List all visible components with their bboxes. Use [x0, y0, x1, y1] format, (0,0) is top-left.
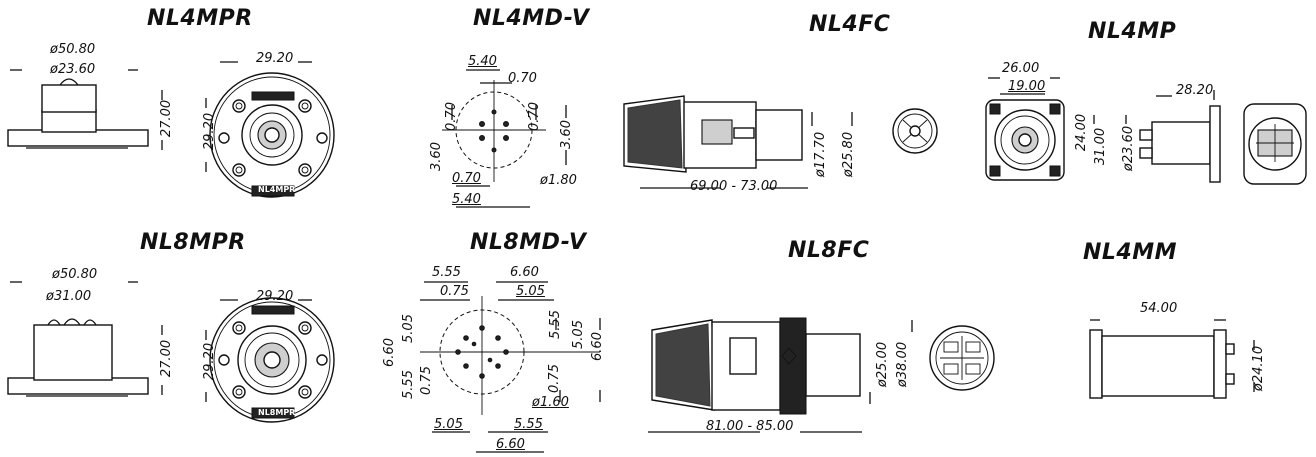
dim-label: ø17.70: [813, 131, 829, 178]
dim-label: 5.05: [434, 417, 463, 432]
nl4mp-front-view: [985, 77, 1065, 181]
nl4mp-side-view: [1093, 90, 1221, 183]
dim-label: 29.20: [256, 51, 294, 66]
dim-label: 0.70: [443, 102, 459, 131]
dim-label: ø25.80: [841, 131, 857, 178]
dim-label: 27.00: [159, 339, 175, 378]
dim-label: 3.60: [428, 142, 444, 171]
dim-label: 5.55: [432, 265, 461, 280]
dim-label: 0.75: [418, 366, 434, 395]
dim-label: 6.60: [510, 265, 539, 280]
plate-label-nl8mpr: NL8MPR: [258, 408, 296, 417]
nl8md-v-footprint: [420, 281, 601, 453]
nl4fc-side-view: [623, 95, 853, 189]
nl4mm-side-view: [1089, 319, 1255, 399]
title-nl8md-v: NL8MD-V: [470, 230, 587, 255]
dim-label: 24.00: [1074, 113, 1090, 152]
dim-label: 29.20: [202, 342, 218, 381]
dim-label: 54.00: [1140, 301, 1178, 316]
dim-label: 19.00: [1008, 79, 1046, 94]
title-nl4fc: NL4FC: [809, 12, 891, 37]
dim-label: 29.20: [256, 289, 294, 304]
dim-label: 0.70: [508, 71, 537, 86]
dim-label: 5.05: [400, 314, 416, 343]
dim-label: 28.20: [1176, 83, 1214, 98]
nl4md-v-footprint: [442, 69, 567, 208]
plate-label-nl4mpr: NL4MPR: [258, 185, 296, 194]
dim-label: 5.55: [400, 370, 416, 399]
title-nl8fc: NL8FC: [788, 238, 870, 263]
dim-label: ø23.60: [1121, 125, 1137, 172]
dim-label: 5.05: [570, 320, 586, 349]
dim-label: 69.00 - 73.00: [690, 179, 778, 194]
dim-label: 26.00: [1002, 61, 1040, 76]
dim-label: 0.75: [440, 284, 469, 299]
dim-label: 5.05: [516, 284, 545, 299]
dim-label: ø23.60: [50, 62, 96, 77]
dim-label: 5.55: [514, 417, 543, 432]
dim-label: ø31.00: [46, 289, 92, 304]
dim-label: ø1.80: [540, 173, 577, 188]
dim-label: 3.60: [558, 120, 574, 149]
nl8mpr-side-view: [7, 281, 163, 397]
dim-label: 81.00 - 85.00: [706, 419, 794, 434]
dim-label: 31.00: [1093, 127, 1109, 166]
dim-label: 0.70: [526, 102, 542, 131]
title-nl4md-v: NL4MD-V: [473, 6, 590, 31]
nl4fc-front-view: [892, 108, 938, 154]
dim-label: 27.00: [159, 99, 175, 138]
nl4mpr-side-view: [7, 69, 163, 150]
dim-label: ø25.00: [875, 341, 891, 388]
title-nl4mpr: NL4MPR: [147, 6, 253, 31]
title-nl8mpr: NL8MPR: [140, 230, 246, 255]
dim-label: 6.60: [589, 332, 605, 361]
nl8fc-side-view: [648, 317, 913, 433]
nl4mp-rear-view: [1243, 103, 1307, 185]
dim-label: 29.20: [202, 112, 218, 151]
dim-label: 0.70: [452, 171, 481, 186]
nl8fc-front-view: [929, 325, 995, 391]
dim-label: ø24.10: [1251, 345, 1267, 392]
dim-label: 5.40: [452, 192, 481, 207]
dim-label: 5.55: [547, 310, 563, 339]
title-nl4mp: NL4MP: [1088, 19, 1177, 44]
nl4mpr-front-view: [205, 61, 335, 198]
dim-label: ø50.80: [50, 42, 96, 57]
dim-label: 0.75: [546, 364, 562, 393]
dim-label: ø50.80: [52, 267, 98, 282]
dim-label: ø1.60: [532, 395, 569, 410]
dim-label: ø38.00: [895, 341, 911, 388]
dim-label: 6.60: [381, 338, 397, 367]
title-nl4mm: NL4MM: [1083, 240, 1178, 265]
dim-label: 5.40: [468, 54, 497, 69]
nl8mpr-front-view: [205, 297, 335, 423]
dim-label: 6.60: [496, 437, 525, 452]
